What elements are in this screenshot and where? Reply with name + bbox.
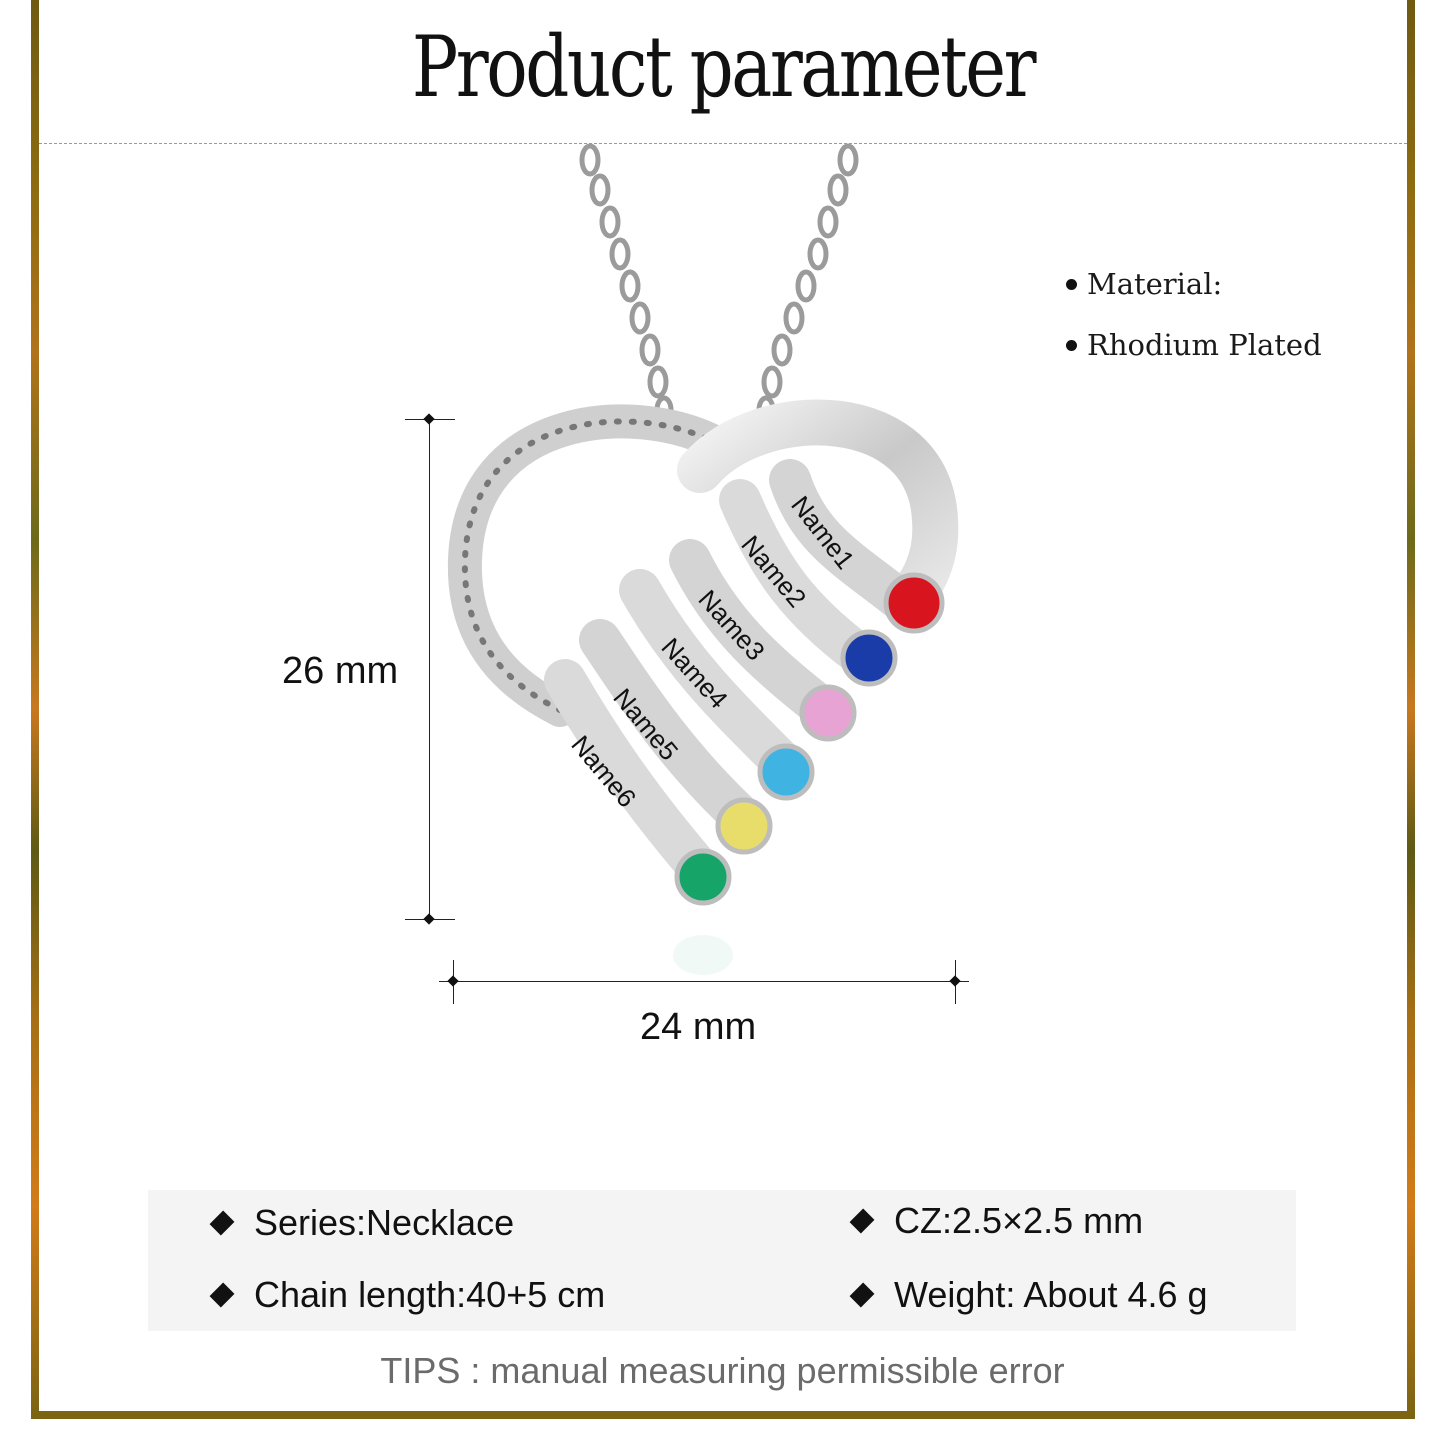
material-label: Material: — [1087, 267, 1223, 301]
width-dimension-line — [439, 981, 969, 982]
page-title: Product parameter — [411, 18, 1037, 116]
material-value-row: Rhodium Plated — [1066, 315, 1322, 376]
spec-chain-length: Chain length:40+5 cm — [209, 1274, 606, 1316]
material-value: Rhodium Plated — [1087, 328, 1322, 362]
spec-cz-text: CZ:2.5×2.5 mm — [894, 1200, 1144, 1241]
width-label: 24 mm — [640, 1006, 757, 1048]
diamond-bullet-icon — [849, 1208, 875, 1234]
spec-chain-length-text: Chain length:40+5 cm — [254, 1274, 606, 1315]
spec-cz: CZ:2.5×2.5 mm — [849, 1200, 1144, 1242]
stone-red — [883, 572, 945, 634]
height-label: 26 mm — [282, 650, 399, 692]
diamond-bullet-icon — [849, 1282, 875, 1308]
tips-note: TIPS : manual measuring permissible erro… — [380, 1350, 1065, 1391]
stone-yellow — [715, 797, 773, 855]
chain-right — [756, 143, 859, 425]
chain-left — [579, 143, 674, 425]
material-label-row: Material: — [1066, 254, 1322, 315]
bullet-icon — [1066, 279, 1077, 290]
bullet-icon — [1066, 340, 1077, 351]
stone-blue — [840, 629, 898, 687]
necklace-image: Name1 Name2 Name3 Name4 Name5 Name6 — [440, 140, 980, 980]
spec-weight: Weight: About 4.6 g — [849, 1274, 1208, 1316]
stone-pink — [799, 684, 857, 742]
height-dimension-line — [429, 419, 430, 919]
specs-panel: Series:Necklace Chain length:40+5 cm CZ:… — [148, 1190, 1296, 1331]
stone-aqua — [757, 743, 815, 801]
spec-series-text: Series:Necklace — [254, 1202, 515, 1243]
header: Product parameter — [39, 0, 1407, 144]
spec-weight-text: Weight: About 4.6 g — [894, 1274, 1208, 1315]
diamond-bullet-icon — [209, 1210, 235, 1236]
spec-series: Series:Necklace — [209, 1202, 515, 1244]
stone-green — [674, 848, 732, 906]
diamond-bullet-icon — [209, 1282, 235, 1308]
material-block: Material: Rhodium Plated — [1066, 254, 1322, 376]
